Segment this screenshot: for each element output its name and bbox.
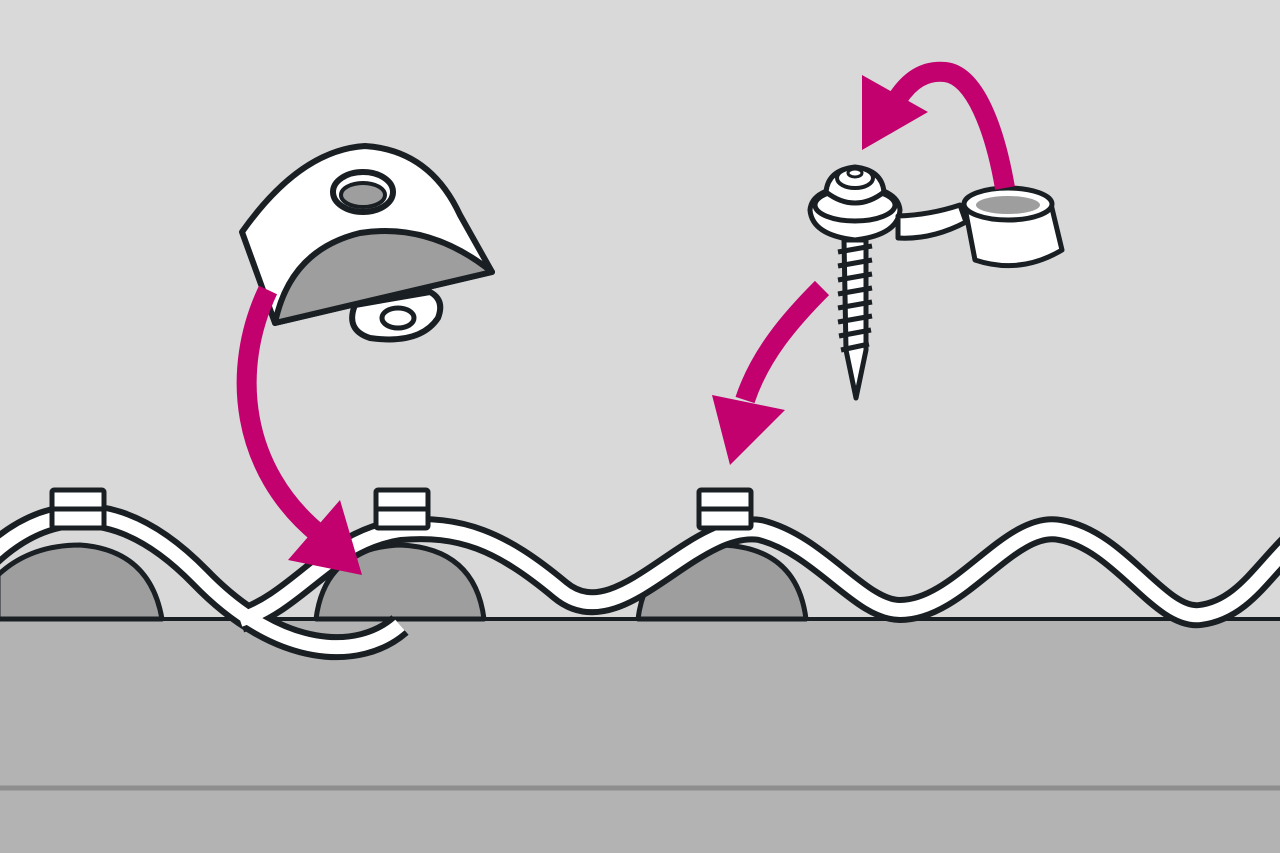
- arrowheads: [288, 75, 928, 575]
- arrows: [236, 61, 1015, 543]
- screw-threads: [837, 243, 873, 353]
- fitted-spacer-1: [0, 542, 165, 622]
- spacer-cap-tab: [349, 289, 444, 343]
- spacer-cap-underside: [272, 228, 495, 326]
- arrow-cap-to-screw: [889, 61, 1015, 190]
- arrow-spacer-to-crest: [236, 285, 327, 543]
- screw-cover-cap-icon: [895, 185, 1065, 269]
- sealing-screw-icon: [807, 164, 903, 401]
- spacer-cap-hole-inner: [339, 181, 387, 209]
- spacer-cap-tab-hole: [379, 305, 417, 331]
- cover-cap-opening: [976, 196, 1040, 214]
- purlin-beam: [0, 617, 1280, 853]
- arrow-icon: [288, 500, 362, 575]
- fitted-screw-heads: [49, 487, 754, 531]
- arrow-icon: [712, 395, 785, 465]
- purlin-fill: [0, 618, 1280, 853]
- arrow-screw-to-crest: [735, 280, 830, 404]
- spacer-cap-icon: [239, 143, 495, 343]
- screw-head-slot: [846, 167, 864, 179]
- arrow-icon: [862, 75, 928, 150]
